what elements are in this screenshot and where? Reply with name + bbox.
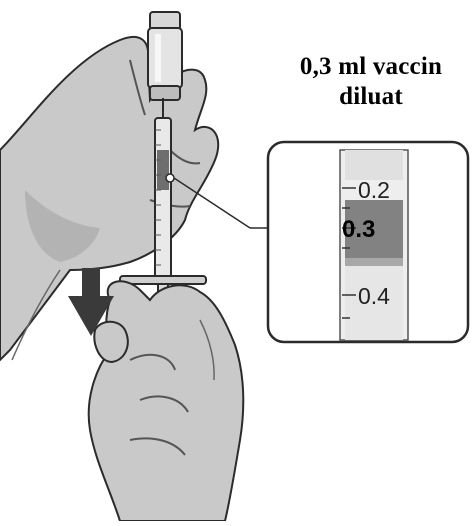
tick-label-1: 0.3 — [342, 216, 375, 243]
tick-label-2: 0.4 — [358, 283, 390, 309]
dose-caption-line2: diluat — [268, 82, 474, 112]
dose-caption: 0,3 ml vaccin diluat — [268, 52, 474, 112]
tick-label-0: 0.2 — [358, 177, 390, 203]
dose-caption-line1: 0,3 ml vaccin — [268, 52, 474, 82]
lower-gloved-hand — [89, 281, 244, 521]
vial-icon — [148, 12, 182, 100]
zoom-panel: 0.2 0.3 0.4 — [268, 142, 468, 342]
